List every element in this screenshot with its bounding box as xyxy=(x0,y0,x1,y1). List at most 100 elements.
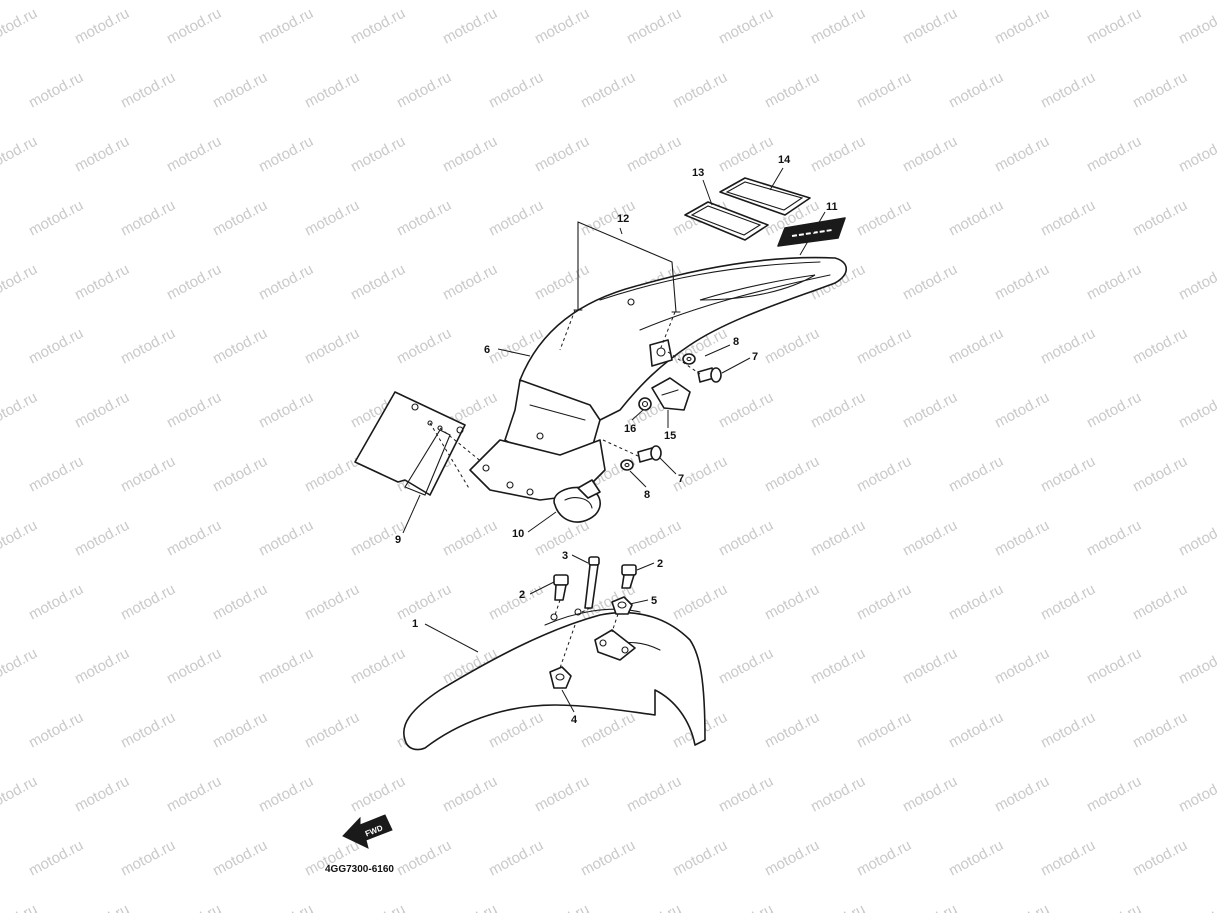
watermark-text: motod.ru xyxy=(256,517,316,560)
watermark-text: motod.ru xyxy=(716,133,776,176)
watermark-text: motod.ru xyxy=(946,197,1006,240)
watermark-text: motod.ru xyxy=(256,5,316,48)
watermark-text: motod.ru xyxy=(1084,261,1144,304)
watermark-text: motod.ru xyxy=(486,709,546,752)
watermark-text: motod.ru xyxy=(532,773,592,816)
watermark-text: motod.ru xyxy=(1038,837,1098,880)
watermark-text: motod.ru xyxy=(164,261,224,304)
watermark-text: motod.ru xyxy=(992,261,1052,304)
callout-10: 10 xyxy=(512,528,524,540)
watermark-text: motod.ru xyxy=(946,325,1006,368)
watermark-text: motod.ru xyxy=(808,5,868,48)
callout-12: 12 xyxy=(617,213,629,225)
watermark-text: motod.ru xyxy=(1176,5,1217,48)
watermark-text: motod.ru xyxy=(670,69,730,112)
watermark-text: motod.ru xyxy=(118,69,178,112)
watermark-text: motod.ru xyxy=(716,5,776,48)
watermark-text: motod.ru xyxy=(762,709,822,752)
watermark-text: motod.ru xyxy=(72,901,132,913)
watermark-text: motod.ru xyxy=(946,69,1006,112)
callout-5: 5 xyxy=(651,595,657,607)
callout-8-upper: 8 xyxy=(733,336,739,348)
watermark-text: motod.ru xyxy=(394,837,454,880)
watermark-text: motod.ru xyxy=(532,261,592,304)
watermark-text: motod.ru xyxy=(256,645,316,688)
part-2-bolt-left xyxy=(553,574,569,601)
watermark-text: motod.ru xyxy=(210,325,270,368)
watermark-text: motod.ru xyxy=(808,773,868,816)
watermark-text: motod.ru xyxy=(900,517,960,560)
watermark-text: motod.ru xyxy=(1084,901,1144,913)
part-11-emblem xyxy=(777,217,846,247)
watermark-text: motod.ru xyxy=(26,325,86,368)
watermark-text: motod.ru xyxy=(0,133,40,176)
diagram-code: 4GG7300-6160 xyxy=(325,864,394,875)
callout-7-upper: 7 xyxy=(752,351,758,363)
watermark-text: motod.ru xyxy=(440,5,500,48)
part-7-bolt-upper xyxy=(697,367,722,383)
watermark-text: motod.ru xyxy=(348,133,408,176)
watermark-text: motod.ru xyxy=(808,517,868,560)
watermark-text: motod.ru xyxy=(1038,581,1098,624)
watermark-text: motod.ru xyxy=(762,837,822,880)
watermark-text: motod.ru xyxy=(1176,261,1217,304)
part-16-nut xyxy=(638,397,652,411)
watermark-text: motod.ru xyxy=(26,837,86,880)
watermark-text: motod.ru xyxy=(1130,325,1190,368)
part-13-decal xyxy=(684,201,769,241)
watermark-text: motod.ru xyxy=(992,645,1052,688)
callout-15: 15 xyxy=(664,430,676,442)
watermark-text: motod.ru xyxy=(486,581,546,624)
watermark-text: motod.ru xyxy=(486,69,546,112)
watermark-text: motod.ru xyxy=(0,773,40,816)
watermark-text: motod.ru xyxy=(394,197,454,240)
watermark-text: motod.ru xyxy=(808,389,868,432)
callout-8-lower: 8 xyxy=(644,489,650,501)
watermark-text: motod.ru xyxy=(854,709,914,752)
callout-16: 16 xyxy=(624,423,636,435)
watermark-text: motod.ru xyxy=(164,133,224,176)
callout-14: 14 xyxy=(778,154,791,166)
watermark-text: motod.ru xyxy=(1084,133,1144,176)
watermark-text: motod.ru xyxy=(716,517,776,560)
watermark-text: motod.ru xyxy=(256,389,316,432)
watermark-text: motod.ru xyxy=(900,773,960,816)
watermark-text: motod.ru xyxy=(1176,389,1217,432)
callout-9: 9 xyxy=(395,534,401,546)
watermark-text: motod.ru xyxy=(210,581,270,624)
watermark-text: motod.ru xyxy=(302,197,362,240)
leader-lines xyxy=(402,167,826,713)
watermark-text: motod.ru xyxy=(992,133,1052,176)
watermark-text: motod.ru xyxy=(210,709,270,752)
watermark-text: motod.ru xyxy=(256,773,316,816)
part-bracket-lower xyxy=(469,439,606,501)
watermark-text: motod.ru xyxy=(1038,709,1098,752)
watermark-text: motod.ru xyxy=(1130,837,1190,880)
watermark-text: motod.ru xyxy=(0,517,40,560)
watermark-text: motod.ru xyxy=(900,389,960,432)
watermark-text: motod.ru xyxy=(716,901,776,913)
watermark-text: motod.ru xyxy=(440,261,500,304)
watermark-text: motod.ru xyxy=(302,453,362,496)
watermark-text: motod.ru xyxy=(302,581,362,624)
watermark-text: motod.ru xyxy=(808,133,868,176)
callout-1: 1 xyxy=(412,618,418,630)
watermark-text: motod.ru xyxy=(1084,645,1144,688)
watermark-text: motod.ru xyxy=(486,837,546,880)
watermark-text: motod.ru xyxy=(624,133,684,176)
watermark-text: motod.ru xyxy=(210,69,270,112)
watermark-text: motod.ru xyxy=(302,325,362,368)
watermark-text: motod.ru xyxy=(440,901,500,913)
watermark-text: motod.ru xyxy=(762,325,822,368)
watermark-text: motod.ru xyxy=(348,645,408,688)
watermark-text: motod.ru xyxy=(164,389,224,432)
watermark-text: motod.ru xyxy=(164,773,224,816)
watermark-text: motod.ru xyxy=(900,901,960,913)
watermark-text: motod.ru xyxy=(854,581,914,624)
part-12-decal xyxy=(573,221,681,313)
watermark-text: motod.ru xyxy=(946,837,1006,880)
watermark-text: motod.ru xyxy=(716,389,776,432)
